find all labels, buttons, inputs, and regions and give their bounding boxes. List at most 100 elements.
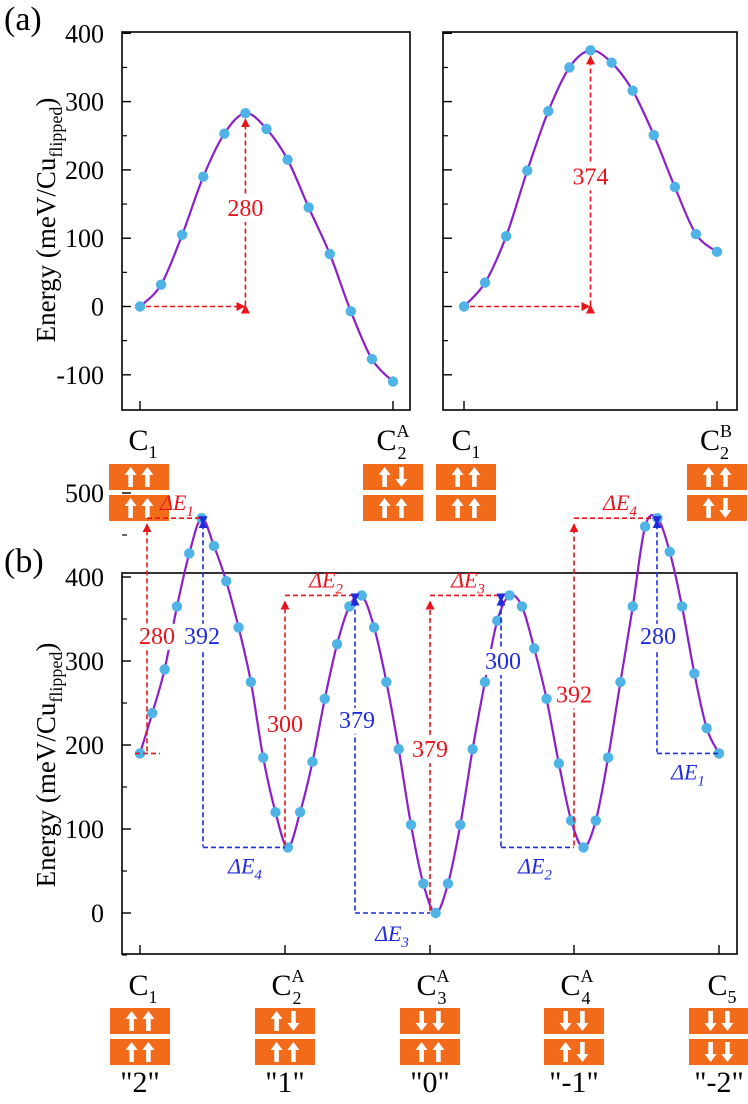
spin-config-c4a <box>544 1008 604 1065</box>
spin-up-arrow-icon <box>702 498 715 518</box>
spin-down-arrow-icon <box>287 1011 300 1031</box>
data-point <box>240 108 251 119</box>
data-point <box>627 85 638 96</box>
spin-down-arrow-icon <box>559 1011 572 1031</box>
spin-up-arrow-icon <box>142 1011 155 1031</box>
spin-config-c2a <box>255 1008 315 1065</box>
spin-up-arrow-icon <box>395 498 408 518</box>
blue-delta-e-label: ΔE2 <box>517 853 552 883</box>
y-tick-label: 300 <box>65 88 104 117</box>
barrier-label-background <box>221 195 270 222</box>
label-background <box>335 707 379 734</box>
barrier-label-background <box>566 164 615 191</box>
spin-config-c1 <box>110 1008 170 1065</box>
spin-up-arrow-icon <box>702 467 715 487</box>
data-point <box>366 353 378 365</box>
panel-b-spin-configurations <box>110 1008 748 1065</box>
spin-config-c1 <box>109 464 169 521</box>
data-point <box>602 752 614 763</box>
spin-down-arrow-icon <box>721 1042 734 1062</box>
y-tick-label: 0 <box>91 293 104 322</box>
label-background <box>135 623 179 650</box>
spin-up-arrow-icon <box>287 1042 300 1062</box>
spin-bar-top <box>109 464 169 490</box>
data-point <box>418 878 429 889</box>
plot-frame <box>442 31 738 411</box>
spin-bar-background <box>544 1008 604 1034</box>
blue-barrier-value: 392 <box>184 624 220 650</box>
data-point <box>479 277 491 288</box>
data-point <box>713 748 725 759</box>
data-point <box>368 622 380 633</box>
spin-up-arrow-icon <box>719 467 732 487</box>
data-point <box>564 62 575 73</box>
label-background <box>552 682 596 709</box>
plot-frame <box>121 31 411 411</box>
spin-up-arrow-icon <box>270 1042 283 1062</box>
spin-up-arrow-icon <box>125 1011 138 1031</box>
spin-bar-background <box>255 1008 315 1034</box>
data-point <box>155 279 167 290</box>
red-delta-e-label: ΔE1 <box>159 490 194 520</box>
data-point <box>405 819 417 830</box>
spin-up-arrow-icon <box>124 498 137 518</box>
data-point <box>516 601 528 612</box>
y-tick-label: 500 <box>65 479 104 508</box>
barrier-value-label: 374 <box>573 164 609 190</box>
panel-b-ylabel: Energy (meV/Cuflipped) <box>31 643 66 888</box>
data-point <box>319 693 330 704</box>
spin-config-c3a <box>400 1008 460 1065</box>
data-point <box>221 576 232 587</box>
data-point <box>294 807 306 818</box>
data-point <box>257 752 269 763</box>
red-barrier-value: 280 <box>139 624 175 650</box>
data-point <box>356 590 367 601</box>
data-point <box>615 676 626 688</box>
spin-bar-bottom <box>363 495 423 521</box>
panel-a-label: (a) <box>4 1 42 38</box>
data-point <box>648 129 659 141</box>
data-point <box>711 246 723 258</box>
spin-up-arrow-icon <box>468 467 481 487</box>
spin-bar-background <box>436 464 496 490</box>
data-point <box>393 744 404 755</box>
data-point <box>522 165 533 176</box>
data-point <box>331 639 343 650</box>
data-point <box>171 601 183 612</box>
spin-bar-background <box>687 464 747 490</box>
spin-config-c2a <box>363 464 423 521</box>
spin-down-arrow-icon <box>395 467 408 487</box>
y-tick-label: 100 <box>65 224 104 253</box>
data-point <box>184 548 195 559</box>
blue-barrier-value: 280 <box>640 624 676 650</box>
spin-bar-top <box>544 1008 604 1034</box>
red-barrier-value: 392 <box>556 683 592 709</box>
barrier-value-label: 280 <box>227 196 263 222</box>
spin-bar-top <box>687 464 747 490</box>
label-background <box>636 623 680 650</box>
spin-bar-background <box>687 495 747 521</box>
data-point <box>430 907 441 919</box>
red-delta-e-label: ΔE2 <box>308 567 343 597</box>
spin-down-arrow-icon <box>576 1011 589 1031</box>
panel-b-polarization-labels: "2""1""0""-1""-2" <box>120 1066 743 1099</box>
y-tick-label: 200 <box>65 731 104 760</box>
data-point <box>208 540 220 552</box>
spin-bar-background <box>110 1039 170 1065</box>
spin-bar-top <box>110 1008 170 1034</box>
red-delta-e-label: ΔE3 <box>450 567 485 597</box>
data-point <box>345 306 357 317</box>
x-label-c1: C1 <box>451 424 480 462</box>
blue-delta-e-label: ΔE1 <box>670 759 705 789</box>
spin-bar-background <box>109 495 169 521</box>
data-point <box>676 601 688 612</box>
data-point <box>307 756 318 767</box>
data-point <box>479 676 491 688</box>
